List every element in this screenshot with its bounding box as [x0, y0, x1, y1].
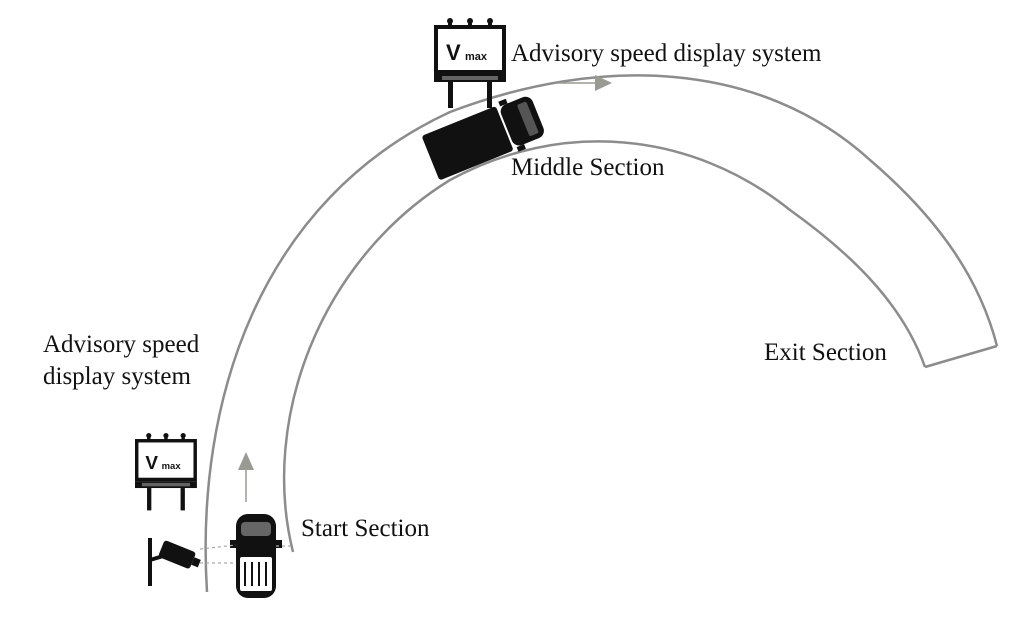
- advisory-label-left: Advisory speed display system: [43, 329, 199, 393]
- exit-section-label: Exit Section: [764, 339, 887, 366]
- road-exit-cap: [924, 344, 998, 369]
- road-outline: [204, 74, 999, 593]
- car-icon: [230, 514, 282, 598]
- truck-icon: [422, 96, 544, 180]
- sign-v-text: V: [145, 453, 158, 474]
- camera-icon: [148, 538, 293, 586]
- road-outer-edge: [204, 74, 999, 593]
- speed-sign-icon: V max: [135, 433, 197, 511]
- sign-v-text: V: [446, 40, 461, 65]
- road-inner-edge: [282, 140, 927, 553]
- sign-max-text: max: [465, 51, 488, 63]
- advisory-label-top: Advisory speed display system: [511, 40, 822, 67]
- direction-arrow-icon: [238, 452, 254, 502]
- sign-max-text: max: [162, 461, 182, 472]
- start-section-label: Start Section: [301, 515, 430, 542]
- advisory-label-left-line2: display system: [43, 363, 191, 390]
- advisory-label-left-line1: Advisory speed: [43, 331, 200, 358]
- direction-arrow-icon: [556, 75, 612, 91]
- speed-sign-icon: V max: [434, 18, 506, 108]
- middle-section-label: Middle Section: [511, 154, 665, 181]
